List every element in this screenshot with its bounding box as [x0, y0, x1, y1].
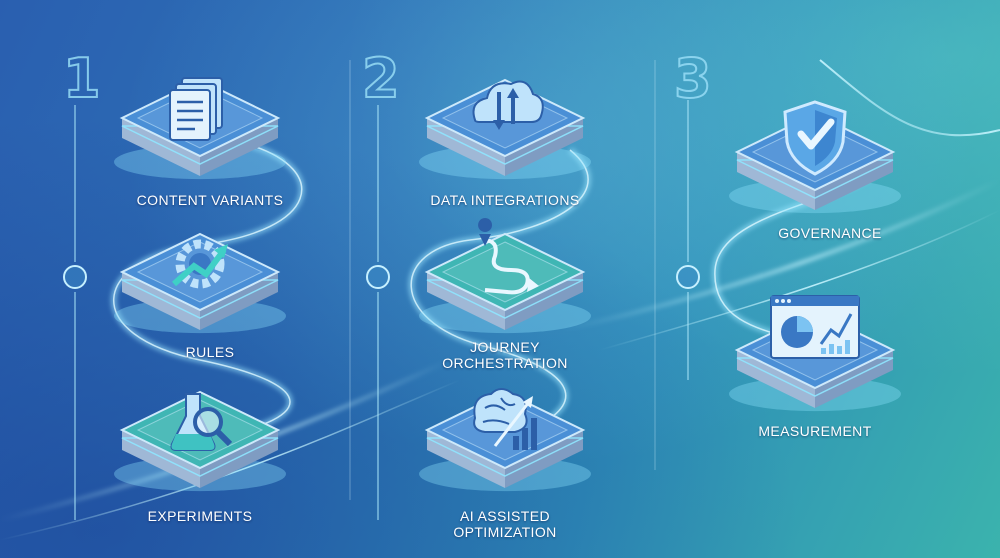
flask-magnifier-icon [170, 393, 233, 451]
timeline-node [63, 265, 87, 289]
label-data-integrations: DATA INTEGRATIONS [430, 192, 580, 208]
label-rules: RULES [185, 344, 235, 360]
timeline-node [366, 265, 390, 289]
label-measurement: MEASUREMENT [758, 423, 872, 439]
light-streak [819, 59, 1000, 137]
step-number-3: 3 [673, 47, 713, 110]
label-governance: GOVERNANCE [778, 225, 882, 241]
label-journey-orchestration: JOURNEY ORCHESTRATION [442, 339, 568, 371]
label-experiments: EXPERIMENTS [147, 508, 253, 524]
shield-check-icon [783, 100, 847, 176]
light-streak [559, 178, 1000, 332]
tile-shield-check [729, 100, 901, 214]
tile-documents [114, 77, 286, 180]
journey-path-icon [478, 218, 539, 295]
tile-journey-path [419, 218, 591, 334]
step-number-1: 1 [62, 47, 102, 110]
tile-cloud-sync [419, 78, 591, 180]
timeline-node [676, 265, 700, 289]
tile-brain-growth [419, 388, 591, 492]
brain-growth-icon [473, 388, 537, 450]
light-streak [0, 379, 461, 541]
dashboard-chart-icon [770, 295, 860, 359]
cloud-sync-icon [472, 80, 544, 130]
gear-arrow-icon [171, 239, 228, 289]
tile-flask-magnifier [114, 390, 286, 492]
tile-dashboard-chart [729, 295, 901, 412]
step-number-2: 2 [361, 47, 401, 110]
tile-gear-arrow [114, 232, 286, 334]
label-content-variants: CONTENT VARIANTS [136, 192, 284, 208]
label-ai-assisted-optimization: AI ASSISTED OPTIMIZATION [453, 508, 557, 540]
documents-icon [169, 77, 223, 141]
light-streak [599, 209, 1000, 351]
